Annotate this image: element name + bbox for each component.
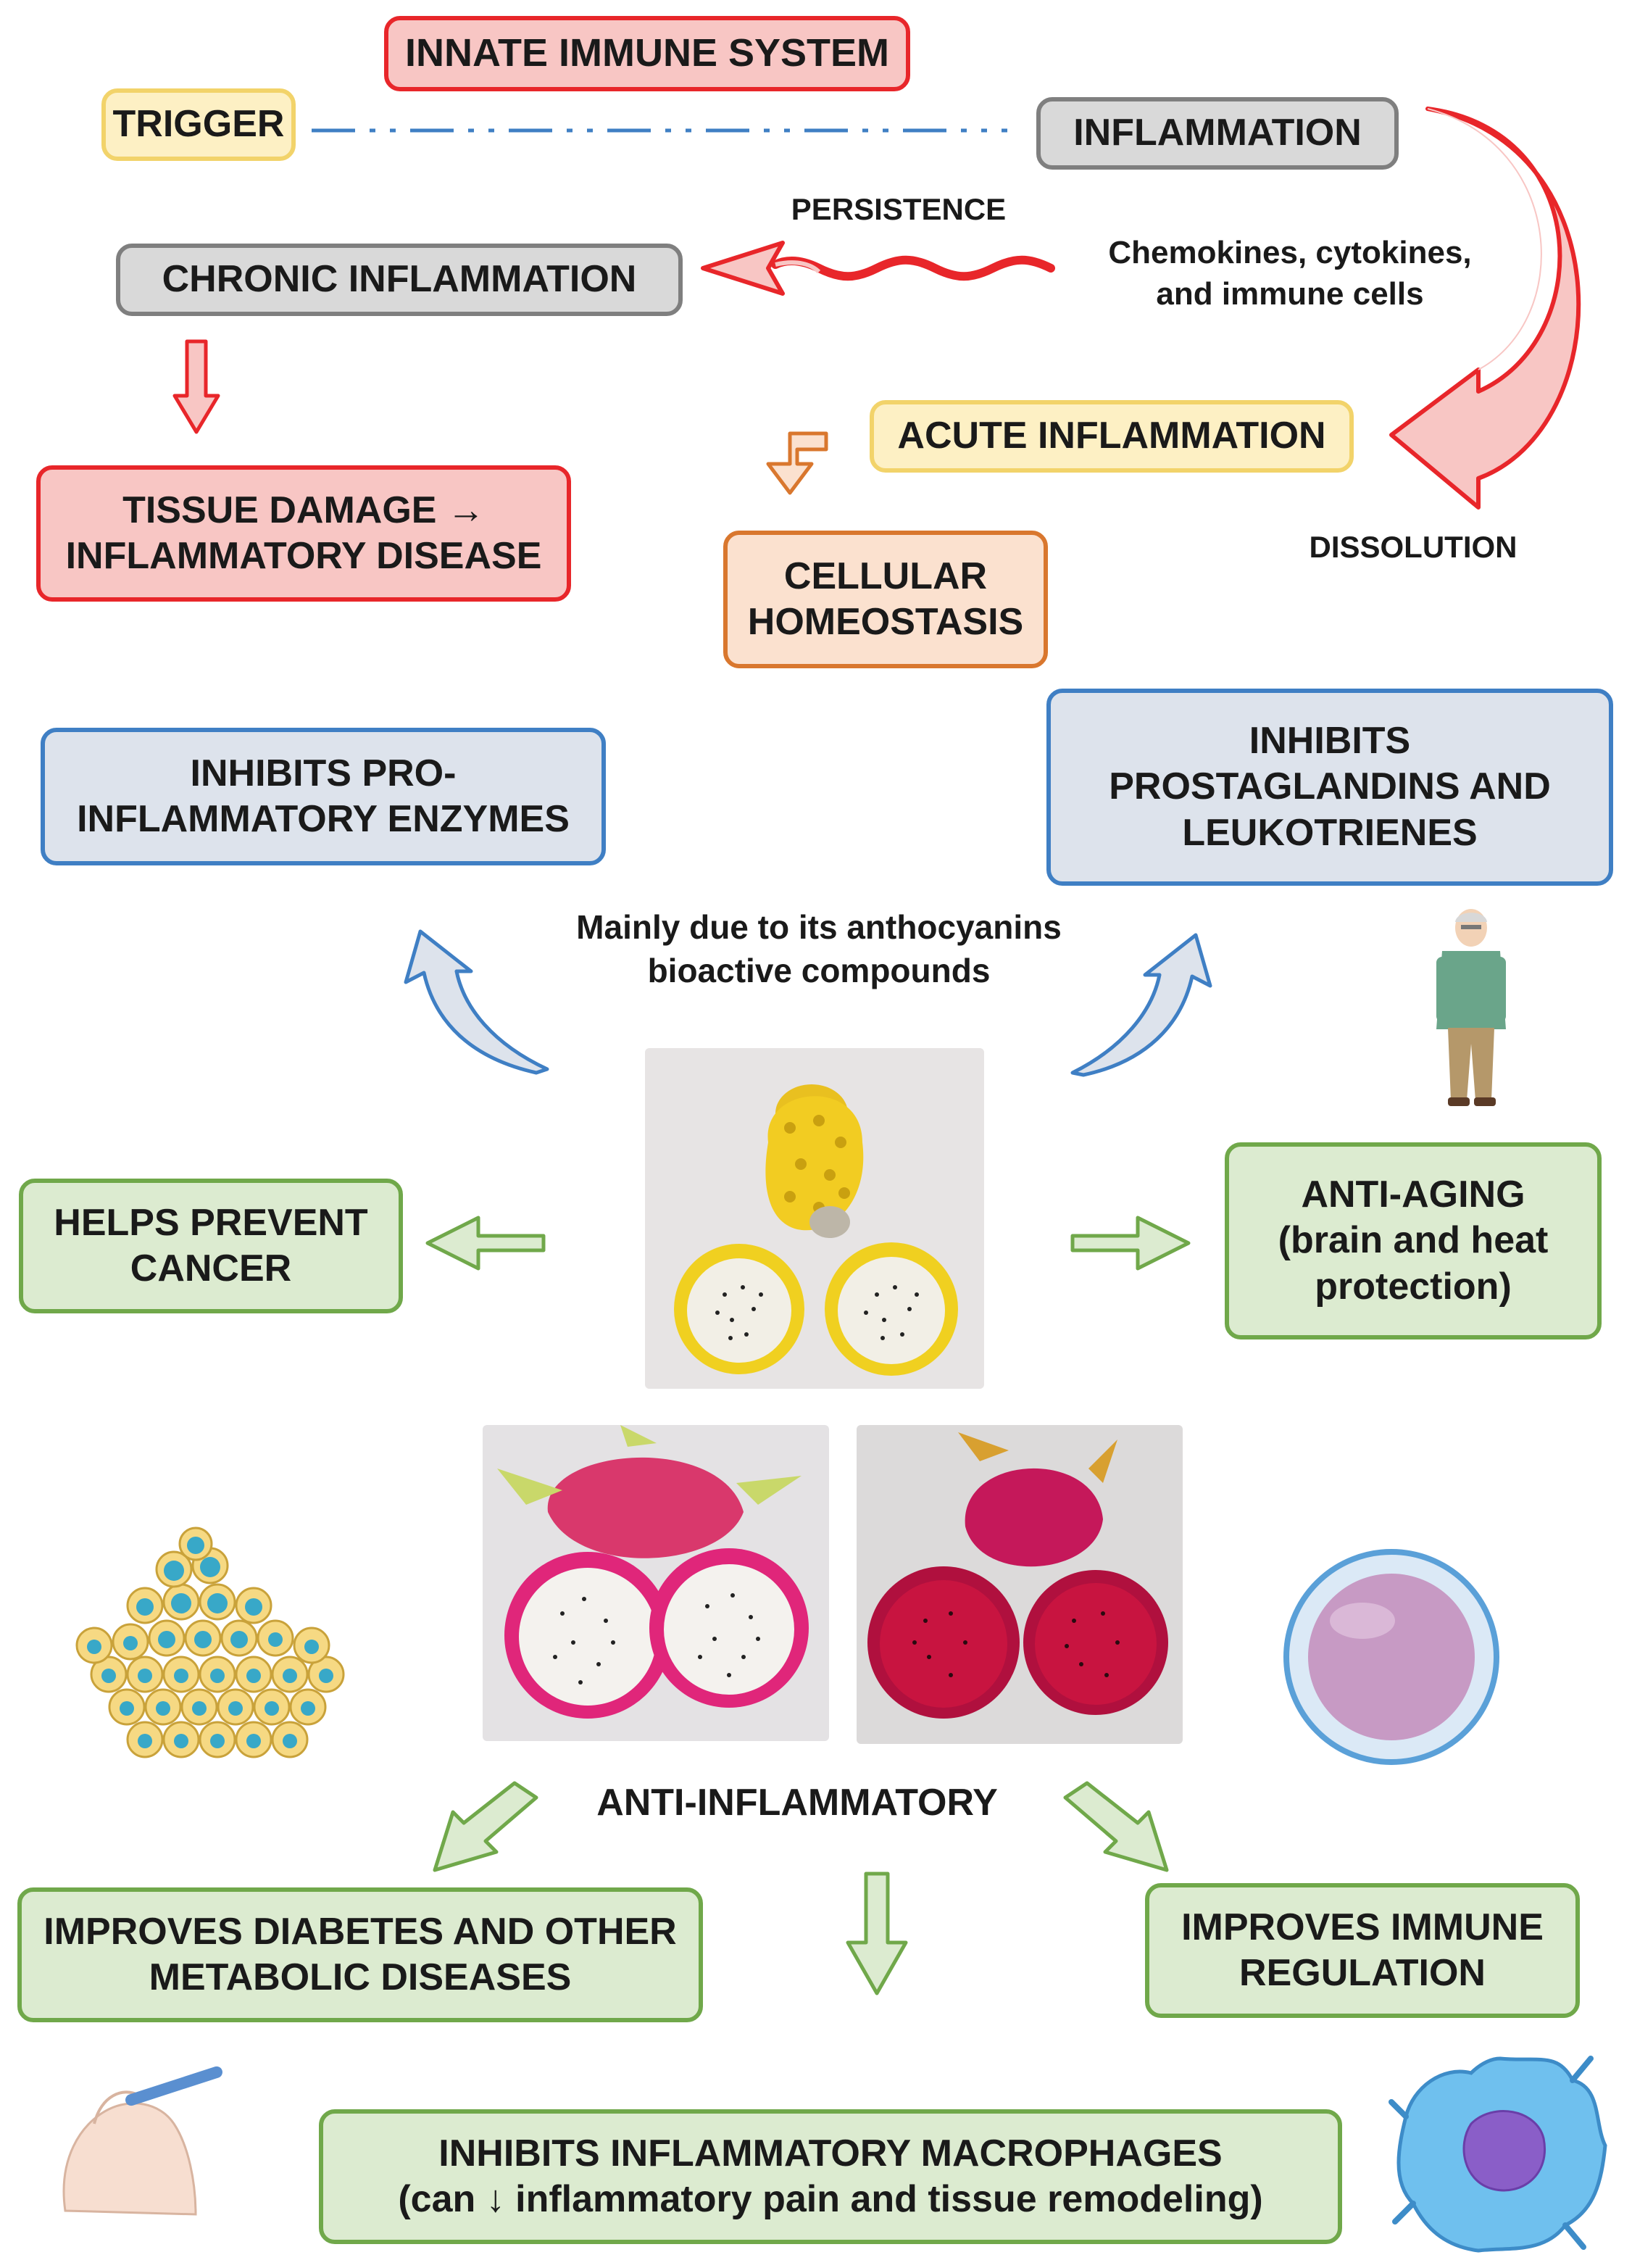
- anthocyanins-label: Mainly due to its anthocyanins bioactive…: [576, 908, 1062, 989]
- inflammation-box: INFLAMMATION: [1036, 97, 1399, 170]
- improves-diabetes-label: IMPROVES DIABETES AND OTHER METABOLIC DI…: [43, 1910, 677, 1998]
- glucose-test-hand-illustration: [62, 2066, 222, 2216]
- chronic-inflammation-box: CHRONIC INFLAMMATION: [116, 244, 683, 316]
- trigger-box: TRIGGER: [101, 88, 296, 161]
- green-arrow-to-diabetes: [433, 1781, 538, 1872]
- anti-inflammatory-label: ANTI-INFLAMMATORY: [596, 1782, 998, 1824]
- chronic-inflammation-label: CHRONIC INFLAMMATION: [162, 258, 637, 301]
- acute-inflammation-label: ACUTE INFLAMMATION: [897, 415, 1326, 457]
- dissolution-label: DISSOLUTION: [1309, 530, 1517, 564]
- lymphocyte-cell-illustration: [1283, 1549, 1499, 1765]
- inflammation-to-acute-curved-arrow: [1389, 107, 1581, 510]
- green-arrow-to-cancer: [425, 1216, 546, 1271]
- innate-immune-system-box: INNATE IMMUNE SYSTEM: [384, 16, 910, 91]
- white-dragon-fruit-photo: [483, 1425, 829, 1741]
- innate-immune-system-label: INNATE IMMUNE SYSTEM: [404, 31, 889, 75]
- red-dragon-fruit-photo: [857, 1425, 1183, 1744]
- inhibits-prostaglandins-box: INHIBITS PROSTAGLANDINS AND LEUKOTRIENES: [1046, 689, 1613, 886]
- green-arrow-to-anti-aging: [1070, 1216, 1191, 1271]
- elderly-man-illustration: [1436, 909, 1506, 1106]
- inhibits-prostaglandins-label: INHIBITS PROSTAGLANDINS AND LEUKOTRIENES: [1109, 719, 1551, 854]
- improves-diabetes-box: IMPROVES DIABETES AND OTHER METABOLIC DI…: [17, 1887, 703, 2022]
- blue-arrow-right: [1070, 933, 1212, 1077]
- inhibits-macrophages-box: INHIBITS INFLAMMATORY MACROPHAGES (can ↓…: [319, 2109, 1342, 2244]
- inhibits-enzymes-label: INHIBITS PRO-INFLAMMATORY ENZYMES: [77, 752, 570, 840]
- green-arrow-to-macrophages: [846, 1872, 908, 1995]
- improves-immune-label: IMPROVES IMMUNE REGULATION: [1181, 1906, 1544, 1994]
- persistence-label: PERSISTENCE: [791, 192, 1007, 226]
- chemokines-label: Chemokines, cytokines, and immune cells: [1108, 235, 1472, 312]
- cancer-cells-illustration: [75, 1526, 345, 1758]
- helps-prevent-cancer-box: HELPS PREVENT CANCER: [19, 1179, 403, 1313]
- acute-to-homeostasis-arrow: [766, 431, 828, 495]
- blue-arrow-left: [404, 929, 549, 1075]
- helps-prevent-cancer-label: HELPS PREVENT CANCER: [54, 1201, 368, 1289]
- inhibits-macrophages-label: INHIBITS INFLAMMATORY MACROPHAGES (can ↓…: [398, 2132, 1263, 2220]
- green-arrow-to-immune: [1063, 1781, 1169, 1872]
- persistence-wavy-arrow: [701, 241, 1055, 296]
- tissue-damage-box: TISSUE DAMAGE → INFLAMMATORY DISEASE: [36, 465, 571, 602]
- yellow-dragon-fruit-photo: [645, 1048, 984, 1389]
- trigger-label: TRIGGER: [112, 103, 285, 146]
- anti-aging-label: ANTI-AGING (brain and heat protection): [1278, 1173, 1549, 1308]
- anti-aging-box: ANTI-AGING (brain and heat protection): [1225, 1142, 1602, 1339]
- tissue-damage-label: TISSUE DAMAGE → INFLAMMATORY DISEASE: [65, 489, 542, 577]
- acute-inflammation-box: ACUTE INFLAMMATION: [870, 400, 1354, 473]
- macrophage-illustration: [1389, 2056, 1607, 2253]
- inhibits-enzymes-box: INHIBITS PRO-INFLAMMATORY ENZYMES: [41, 728, 606, 865]
- chronic-to-tissue-arrow: [172, 339, 220, 434]
- cellular-homeostasis-label: CELLULAR HOMEOSTASIS: [747, 554, 1024, 643]
- inflammation-label: INFLAMMATION: [1073, 112, 1362, 154]
- cellular-homeostasis-box: CELLULAR HOMEOSTASIS: [723, 531, 1048, 668]
- trigger-to-inflammation-dashed-line: [312, 128, 1007, 133]
- improves-immune-box: IMPROVES IMMUNE REGULATION: [1145, 1883, 1580, 2018]
